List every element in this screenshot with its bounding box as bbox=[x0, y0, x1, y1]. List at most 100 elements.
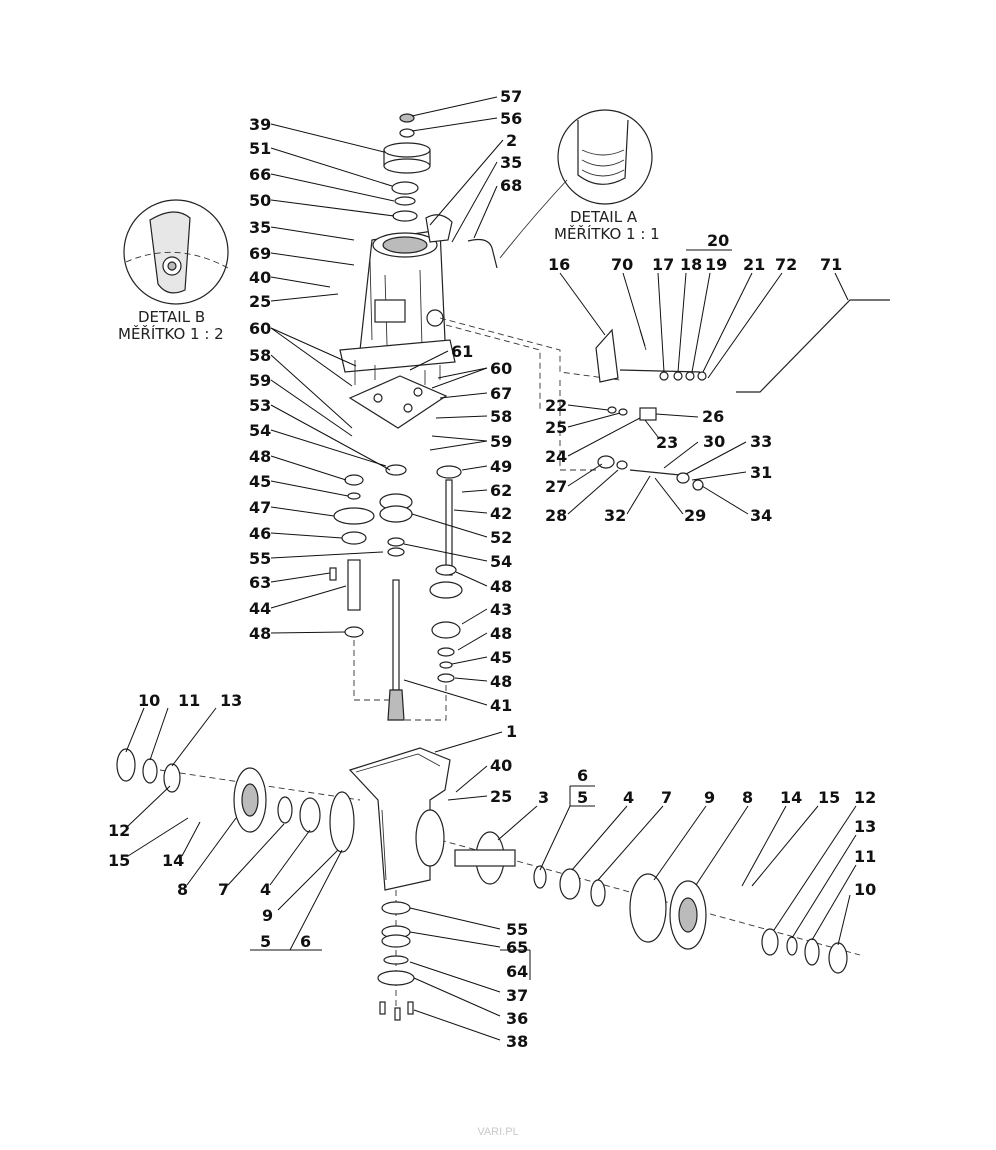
callout-46: 46 bbox=[249, 524, 271, 543]
callout-58: 58 bbox=[490, 407, 512, 426]
callout-27: 27 bbox=[545, 477, 567, 496]
linkage-parts bbox=[597, 406, 704, 491]
callout-15: 15 bbox=[108, 851, 130, 870]
callout-51: 51 bbox=[249, 139, 271, 158]
lower-housing bbox=[348, 747, 451, 891]
callout-63: 63 bbox=[249, 573, 271, 592]
callout-28: 28 bbox=[545, 506, 567, 525]
callout-55: 55 bbox=[249, 549, 271, 568]
upper-housing bbox=[339, 214, 456, 373]
callout-48: 48 bbox=[490, 624, 512, 643]
detail-b-scale: MĚŘÍTKO 1 : 2 bbox=[118, 324, 224, 343]
callout-67: 67 bbox=[490, 384, 512, 403]
callout-57: 57 bbox=[500, 87, 522, 106]
callout-26: 26 bbox=[702, 407, 724, 426]
callout-64: 64 bbox=[506, 962, 528, 981]
callout-7: 7 bbox=[218, 880, 229, 899]
callout-14: 14 bbox=[780, 788, 802, 807]
callout-61: 61 bbox=[451, 342, 473, 361]
callout-12: 12 bbox=[108, 821, 130, 840]
callout-8: 8 bbox=[177, 880, 188, 899]
cover-plate bbox=[348, 360, 448, 429]
callout-2: 2 bbox=[506, 131, 517, 150]
callout-68: 68 bbox=[500, 176, 522, 195]
callout-65: 65 bbox=[506, 938, 528, 957]
callout-20: 20 bbox=[707, 231, 729, 250]
callout-24: 24 bbox=[545, 447, 567, 466]
callout-6: 6 bbox=[300, 932, 311, 951]
callout-11: 11 bbox=[854, 847, 876, 866]
leader-lines bbox=[125, 96, 857, 1041]
callout-70: 70 bbox=[611, 255, 633, 274]
callout-labels: 57 56 2 35 68 39 51 66 50 35 69 40 25 60… bbox=[108, 87, 876, 1051]
callout-9: 9 bbox=[704, 788, 715, 807]
callout-44: 44 bbox=[249, 599, 271, 618]
callout-23: 23 bbox=[656, 433, 678, 452]
callout-50: 50 bbox=[249, 191, 271, 210]
callout-43: 43 bbox=[490, 600, 512, 619]
callout-12: 12 bbox=[854, 788, 876, 807]
callout-13: 13 bbox=[220, 691, 242, 710]
callout-21: 21 bbox=[743, 255, 765, 274]
callout-45: 45 bbox=[249, 472, 271, 491]
callout-54: 54 bbox=[249, 421, 271, 440]
callout-17: 17 bbox=[652, 255, 674, 274]
callout-42: 42 bbox=[490, 504, 512, 523]
callout-47: 47 bbox=[249, 498, 271, 517]
detail-a-scale: MĚŘÍTKO 1 : 1 bbox=[554, 224, 660, 243]
callout-11: 11 bbox=[178, 691, 200, 710]
callout-32: 32 bbox=[604, 506, 626, 525]
watermark: VARI.PL bbox=[477, 1126, 519, 1138]
callout-16: 16 bbox=[548, 255, 570, 274]
detail-b-view bbox=[123, 199, 229, 305]
callout-4: 4 bbox=[260, 880, 271, 899]
callout-52: 52 bbox=[490, 528, 512, 547]
callout-18: 18 bbox=[680, 255, 702, 274]
callout-33: 33 bbox=[750, 432, 772, 451]
callout-49: 49 bbox=[490, 457, 512, 476]
right-gear-shaft bbox=[429, 465, 463, 683]
callout-60: 60 bbox=[249, 319, 271, 338]
callout-48: 48 bbox=[249, 447, 271, 466]
top-cap-stack bbox=[383, 113, 431, 222]
callout-54: 54 bbox=[490, 552, 512, 571]
center-gear-shaft bbox=[379, 464, 413, 721]
callout-40: 40 bbox=[249, 268, 271, 287]
callout-38: 38 bbox=[506, 1032, 528, 1051]
callout-29: 29 bbox=[684, 506, 706, 525]
callout-69: 69 bbox=[249, 244, 271, 263]
callout-36: 36 bbox=[506, 1009, 528, 1028]
callout-58: 58 bbox=[249, 346, 271, 365]
callout-7: 7 bbox=[661, 788, 672, 807]
detail-a-title: DETAIL A bbox=[570, 208, 638, 226]
callout-45: 45 bbox=[490, 648, 512, 667]
callout-35: 35 bbox=[500, 153, 522, 172]
callout-5: 5 bbox=[577, 788, 588, 807]
callout-59: 59 bbox=[249, 371, 271, 390]
parts-drawing bbox=[116, 109, 890, 1021]
callout-41: 41 bbox=[490, 696, 512, 715]
callout-4: 4 bbox=[623, 788, 634, 807]
callout-40: 40 bbox=[490, 756, 512, 775]
callout-25: 25 bbox=[545, 418, 567, 437]
callout-60: 60 bbox=[490, 359, 512, 378]
oil-pipe bbox=[467, 238, 498, 269]
right-side-parts bbox=[454, 831, 848, 974]
callout-13: 13 bbox=[854, 817, 876, 836]
callout-14: 14 bbox=[162, 851, 184, 870]
callout-66: 66 bbox=[249, 165, 271, 184]
callout-34: 34 bbox=[750, 506, 772, 525]
callout-71: 71 bbox=[820, 255, 842, 274]
callout-48: 48 bbox=[249, 624, 271, 643]
callout-15: 15 bbox=[818, 788, 840, 807]
callout-5: 5 bbox=[260, 932, 271, 951]
callout-10: 10 bbox=[138, 691, 160, 710]
shift-lever-assembly bbox=[595, 299, 890, 393]
callout-9: 9 bbox=[262, 906, 273, 925]
callout-30: 30 bbox=[703, 432, 725, 451]
callout-31: 31 bbox=[750, 463, 772, 482]
callout-53: 53 bbox=[249, 396, 271, 415]
callout-39: 39 bbox=[249, 115, 271, 134]
callout-56: 56 bbox=[500, 109, 522, 128]
